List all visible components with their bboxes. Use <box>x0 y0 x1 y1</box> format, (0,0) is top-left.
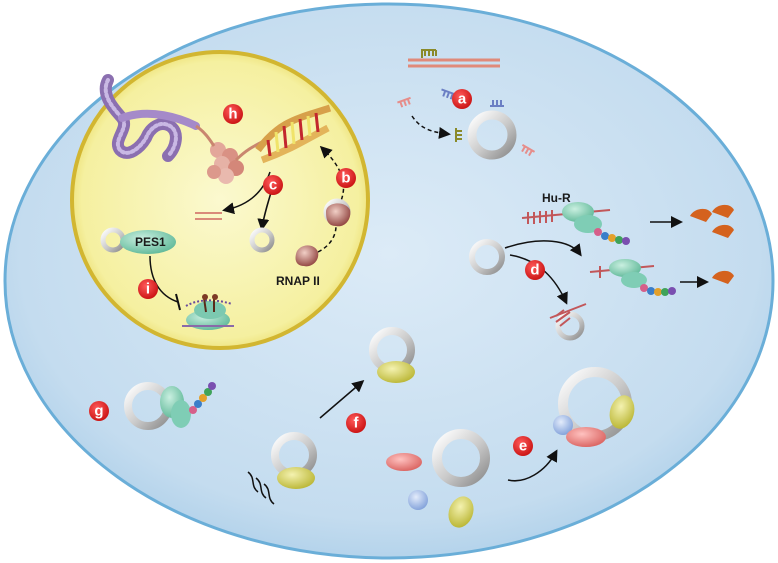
badge-d: d <box>525 260 545 280</box>
circrna-scaffold-icon <box>553 367 635 447</box>
linear-rna-top-icon <box>408 49 500 68</box>
protein-fragment-bottom-icon <box>712 270 734 284</box>
arrow-e <box>507 449 558 482</box>
svg-text:e: e <box>519 438 527 455</box>
badge-g: g <box>89 401 109 421</box>
svg-text:a: a <box>458 91 467 108</box>
badge-f: f <box>346 413 366 433</box>
pes1-protein <box>120 230 176 254</box>
inhibition-bar <box>175 293 181 311</box>
arrow-b-to-dna <box>319 145 345 213</box>
rnap-ii-icon <box>295 245 319 267</box>
svg-text:i: i <box>146 281 150 298</box>
svg-text:c: c <box>269 177 277 194</box>
svg-text:h: h <box>228 106 237 123</box>
arrow-d-up <box>504 240 582 257</box>
arrow-rnap-to-complex <box>317 225 337 253</box>
svg-text:f: f <box>354 415 360 432</box>
circrna-translation-g-icon <box>124 382 216 430</box>
circrna-ring-e-free <box>432 429 490 487</box>
hu-r-label: Hu-R <box>542 191 571 205</box>
nucleosome-cluster-icon <box>195 124 263 184</box>
mrna-translation-top-icon <box>521 202 630 245</box>
dna-helix-icon <box>255 104 332 164</box>
badge-i: i <box>138 279 158 299</box>
arrow-d-down <box>509 254 568 305</box>
svg-text:g: g <box>94 403 103 420</box>
badge-c: c <box>263 175 283 195</box>
arrow-f <box>319 380 365 419</box>
circrna-ring-nucleus <box>249 227 275 253</box>
badge-e: e <box>513 436 533 456</box>
circrna-mrna-bound-icon <box>549 303 587 341</box>
pes1-label: PES1 <box>135 235 166 249</box>
badge-h: h <box>223 104 243 124</box>
nucleus <box>70 50 370 350</box>
rnap-ii-label: RNAP II <box>276 274 320 288</box>
badge-a: a <box>452 89 472 109</box>
circrna-ring-d <box>469 239 505 275</box>
circrna-yellow-bottom-icon <box>271 432 317 489</box>
svg-text:d: d <box>530 262 539 279</box>
arrow-a <box>411 115 451 139</box>
circrna-yellow-top-icon <box>369 327 415 383</box>
mirna-icons <box>397 88 536 157</box>
protein-fragments-top-icon <box>690 204 734 238</box>
rnap-bound-icon <box>326 203 351 227</box>
linear-rna-icon <box>195 212 222 220</box>
circrna-ring-a <box>467 110 517 160</box>
motion-lines-icon <box>247 471 275 505</box>
rrna-processing-complex-icon <box>182 294 234 330</box>
mrna-translation-bottom-icon <box>589 259 676 296</box>
badge-b: b <box>336 168 356 188</box>
free-proteins-icon <box>386 453 474 528</box>
svg-text:b: b <box>341 170 350 187</box>
chromosome-icon <box>99 74 200 162</box>
